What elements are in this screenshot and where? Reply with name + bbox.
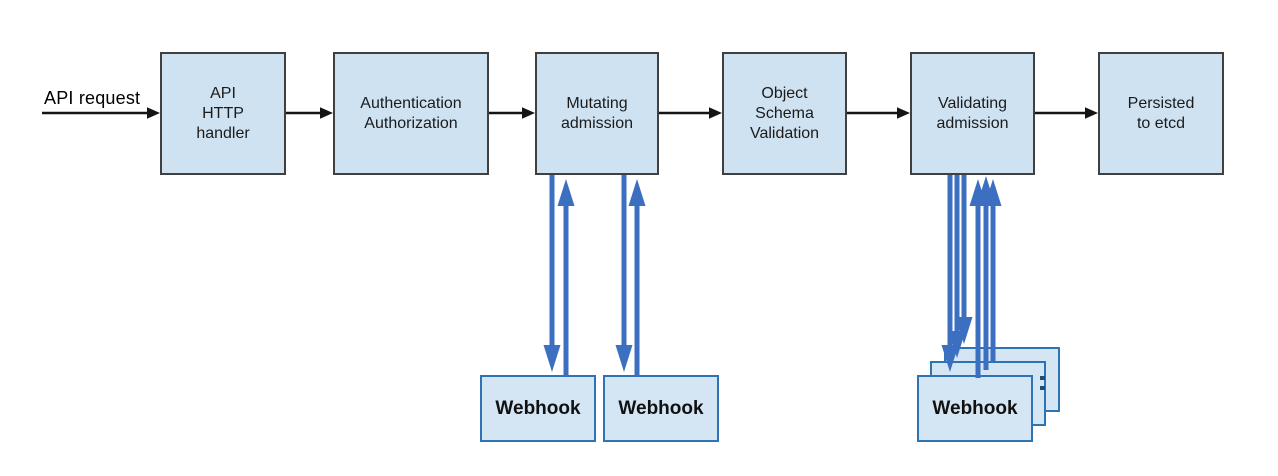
clipped-text-fragment (1040, 376, 1045, 380)
webhook-arrow-up (984, 179, 1002, 362)
flow-arrow-auth-to-mutating (489, 107, 535, 119)
webhook-arrow-down (941, 175, 959, 372)
webhook-arrow-down (948, 175, 966, 358)
webhook-arrow-up (628, 179, 646, 377)
webhook-arrow-up (977, 176, 995, 370)
validating-webhook-stack-front: Webhook (917, 375, 1033, 442)
node-object-schema-validation: Object Schema Validation (722, 52, 847, 175)
flow-arrow-mutating-to-schema (659, 107, 722, 119)
webhook-arrow-down (543, 175, 561, 372)
webhook-arrow-down (955, 175, 973, 344)
api-request-label: API request (44, 88, 141, 108)
mutating-webhook-1: Webhook (480, 375, 596, 442)
webhook-arrow-down (615, 175, 633, 372)
clipped-text-fragment (1040, 386, 1045, 390)
node-persisted-to-etcd: Persisted to etcd (1098, 52, 1224, 175)
flow-arrow-schema-to-validating (847, 107, 910, 119)
webhook-arrow-up (557, 179, 575, 377)
node-authentication-authorization: Authentication Authorization (333, 52, 489, 175)
node-mutating-admission: Mutating admission (535, 52, 659, 175)
node-validating-admission: Validating admission (910, 52, 1035, 175)
flow-arrow-validating-to-etcd (1035, 107, 1098, 119)
mutating-webhook-2: Webhook (603, 375, 719, 442)
flow-arrow-handler-to-auth (286, 107, 333, 119)
node-api-http-handler: API HTTP handler (160, 52, 286, 175)
